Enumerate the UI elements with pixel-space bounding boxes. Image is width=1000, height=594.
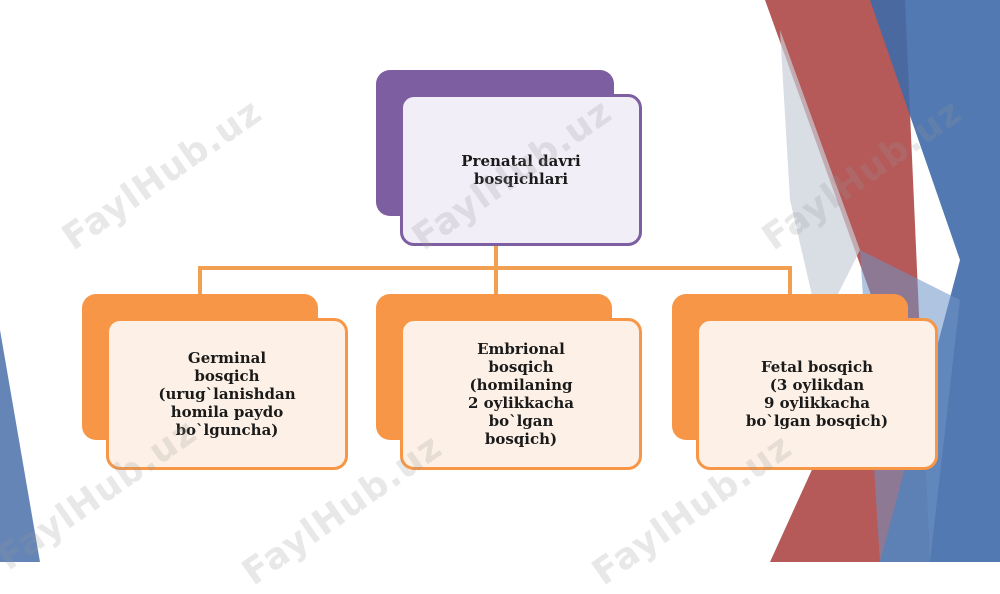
stage-node-label: Germinal bosqich (urug`lanishdan homila … xyxy=(158,349,296,439)
right-gray-ribbon xyxy=(780,30,860,330)
right-blue-ribbon xyxy=(870,0,1000,562)
stage-node-label: Embrional bosqich (homilaning 2 oylikkac… xyxy=(467,340,575,448)
stage-node-fetal: Fetal bosqich (3 oylikdan 9 oylikkacha b… xyxy=(696,318,938,470)
stage-node-germinal: Germinal bosqich (urug`lanishdan homila … xyxy=(106,318,348,470)
stage-node-embrional: Embrional bosqich (homilaning 2 oylikkac… xyxy=(400,318,642,470)
connector-middle-vertical xyxy=(494,266,498,298)
connector-left-vertical xyxy=(198,266,202,298)
left-blue-ribbon xyxy=(0,330,40,562)
root-node: Prenatal davri bosqichlari xyxy=(400,94,642,246)
connector-right-vertical xyxy=(788,266,792,298)
root-node-label: Prenatal davri bosqichlari xyxy=(461,152,581,188)
stage-node-label: Fetal bosqich (3 oylikdan 9 oylikkacha b… xyxy=(745,358,889,430)
